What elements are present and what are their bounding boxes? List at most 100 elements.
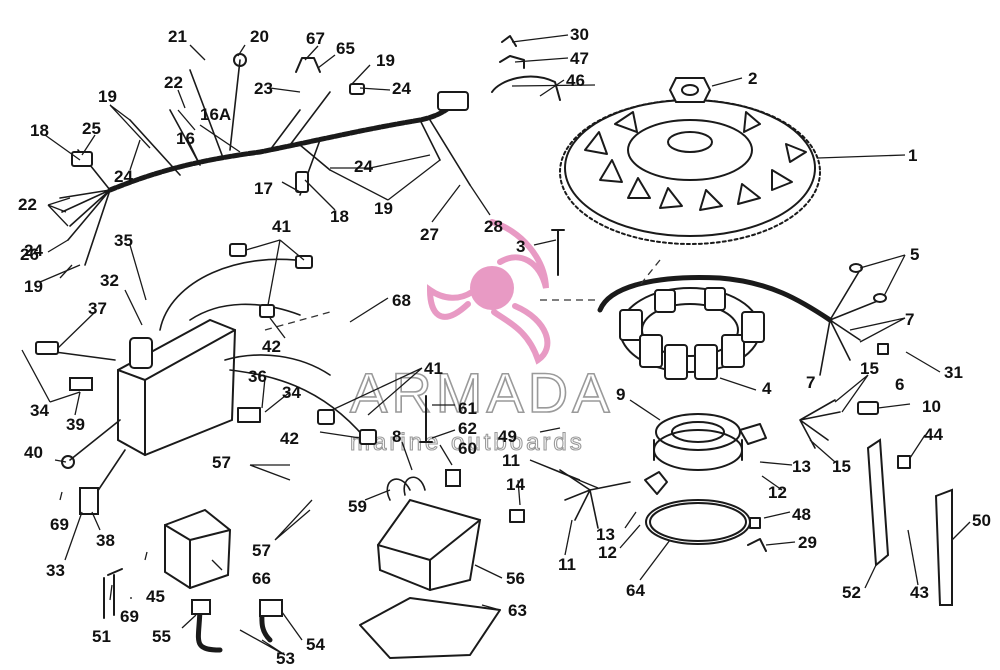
callout-29: 29 xyxy=(798,533,817,552)
callout-15-bottom: 15 xyxy=(832,457,851,476)
callout-25: 25 xyxy=(82,119,101,138)
regulator xyxy=(359,395,501,659)
callout-42-top: 42 xyxy=(262,337,281,356)
callout-41-top: 41 xyxy=(272,217,291,236)
callout-15-top: 15 xyxy=(860,359,879,378)
callout-55: 55 xyxy=(152,627,171,646)
callout-54: 54 xyxy=(306,635,325,654)
callout-45: 45 xyxy=(146,587,165,606)
dashed-reference-lines xyxy=(264,259,661,331)
callout-69-left: 69 xyxy=(50,515,69,534)
callout-56: 56 xyxy=(506,569,525,588)
callout-61: 61 xyxy=(458,399,477,418)
power-pack xyxy=(35,243,377,515)
callout-62: 62 xyxy=(458,419,477,438)
callout-19-left: 19 xyxy=(24,277,43,296)
propeller-icon xyxy=(426,219,551,365)
callout-50: 50 xyxy=(972,511,991,530)
callout-18-right: 18 xyxy=(330,207,349,226)
callout-37: 37 xyxy=(88,299,107,318)
callout-34-right: 34 xyxy=(282,383,301,402)
callout-63: 63 xyxy=(508,601,527,620)
callout-24-top: 24 xyxy=(392,79,411,98)
ignition-coil xyxy=(103,508,283,653)
callout-11-top: 11 xyxy=(502,451,520,470)
callout-68: 68 xyxy=(392,291,411,310)
callout-14: 14 xyxy=(506,475,525,494)
callout-57-top: 57 xyxy=(212,453,231,472)
callout-3: 3 xyxy=(516,237,525,256)
callout-48: 48 xyxy=(792,505,811,524)
callout-64: 64 xyxy=(626,581,645,600)
callout-49: 49 xyxy=(498,427,517,446)
callout-16: 16 xyxy=(176,129,195,148)
callout-10: 10 xyxy=(922,397,941,416)
callout-6: 6 xyxy=(895,375,904,394)
callout-1: 1 xyxy=(908,146,917,165)
callout-8: 8 xyxy=(392,427,401,446)
callout-39: 39 xyxy=(66,415,85,434)
callout-31: 31 xyxy=(944,363,963,382)
callout-32: 32 xyxy=(100,271,119,290)
callout-41-mid: 41 xyxy=(424,359,443,378)
callout-53: 53 xyxy=(276,649,295,668)
callout-57-bottom: 57 xyxy=(252,541,271,560)
callout-21: 21 xyxy=(168,27,187,46)
leader-lines xyxy=(21,34,971,656)
callout-33: 33 xyxy=(46,561,65,580)
callout-11-bottom: 11 xyxy=(558,555,576,574)
callout-13-left: 13 xyxy=(596,525,615,544)
callout-51: 51 xyxy=(92,627,111,646)
brackets xyxy=(491,35,953,606)
callout-43: 43 xyxy=(910,583,929,602)
callout-34-left: 34 xyxy=(30,401,49,420)
callout-13-right: 13 xyxy=(792,457,811,476)
callout-30: 30 xyxy=(570,25,589,44)
watermark-tagline: marine outboards xyxy=(350,429,585,456)
callout-35: 35 xyxy=(114,231,133,250)
callout-20: 20 xyxy=(250,27,269,46)
callout-19-mid: 19 xyxy=(374,199,393,218)
wiring-harness xyxy=(59,53,471,266)
callout-36: 36 xyxy=(248,367,267,386)
callout-22-left: 22 xyxy=(18,195,37,214)
callout-38: 38 xyxy=(96,531,115,550)
callout-66: 66 xyxy=(252,569,271,588)
callout-67: 67 xyxy=(306,29,325,48)
callout-22-top: 22 xyxy=(164,73,183,92)
callout-59: 59 xyxy=(348,497,367,516)
callout-40: 40 xyxy=(24,443,43,462)
callout-47: 47 xyxy=(570,49,589,68)
callout-16a: 16A xyxy=(200,105,231,124)
callout-5: 5 xyxy=(910,245,919,264)
callout-7-right: 7 xyxy=(905,310,914,329)
callout-23: 23 xyxy=(254,79,273,98)
callout-9: 9 xyxy=(616,385,625,404)
callout-24-harness: 24 xyxy=(114,167,133,186)
watermark-word: ARMADA xyxy=(350,361,614,424)
callout-12-right: 12 xyxy=(768,483,787,502)
callout-44: 44 xyxy=(924,425,943,444)
callout-7-left: 7 xyxy=(806,373,815,392)
callout-26: 26 xyxy=(20,245,39,264)
callout-52: 52 xyxy=(842,583,861,602)
callout-19-harness: 19 xyxy=(98,87,117,106)
callout-19-top: 19 xyxy=(376,51,395,70)
callout-24-left: 24 xyxy=(24,241,43,260)
callout-18-left: 18 xyxy=(30,121,49,140)
callout-46: 46 xyxy=(566,71,585,90)
callout-4: 4 xyxy=(762,379,772,398)
callout-69-bottom: 69 xyxy=(120,607,139,626)
callout-27: 27 xyxy=(420,225,439,244)
flywheel xyxy=(559,77,821,245)
callout-2: 2 xyxy=(748,69,757,88)
callout-42-mid: 42 xyxy=(280,429,299,448)
armada-logo: ARMADA marine outboards xyxy=(349,219,614,457)
callout-labels: 1 2 3 4 5 6 7 7 8 9 10 11 11 12 12 13 13… xyxy=(18,25,991,668)
callout-65: 65 xyxy=(336,39,355,58)
callout-28: 28 xyxy=(484,217,503,236)
callout-24-mid: 24 xyxy=(354,157,373,176)
callout-60: 60 xyxy=(458,439,477,458)
